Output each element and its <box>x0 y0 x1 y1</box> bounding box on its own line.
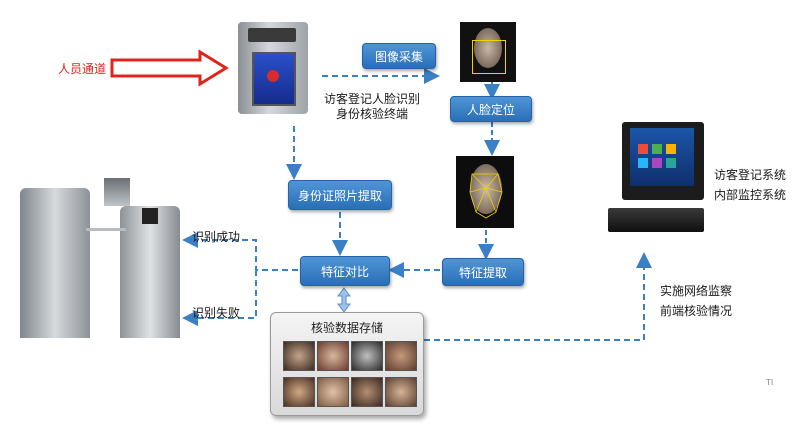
face-detect-frame <box>472 40 506 74</box>
storage-to-monitor-line <box>424 252 652 341</box>
face-shape <box>474 28 502 68</box>
gate-left-post <box>20 188 90 338</box>
terminal-screen <box>252 52 296 106</box>
compare-to-failure-line <box>182 270 257 326</box>
monitor-bezel <box>622 122 704 200</box>
face-capture-image <box>460 22 516 82</box>
gate-card-slot <box>142 208 158 224</box>
network-label-1: 实施网络监察 <box>660 284 733 298</box>
stored-face-5 <box>283 377 315 407</box>
stored-face-1 <box>283 341 315 371</box>
tile-icon-1 <box>638 144 648 154</box>
gate-arm <box>86 228 126 231</box>
turnstile-gate <box>20 178 180 338</box>
visitor-system-label: 访客登记系统 <box>714 168 787 182</box>
gate-right-post <box>120 206 180 338</box>
stored-face-3 <box>351 341 383 371</box>
face-mesh-overlay <box>469 173 503 219</box>
monitor-computer <box>608 122 708 240</box>
entry-arrow <box>110 49 229 87</box>
tile-icon-6 <box>666 158 676 168</box>
tile-icon-4 <box>638 158 648 168</box>
storage-title: 核验数据存储 <box>310 321 383 335</box>
computer-base <box>608 208 704 232</box>
stored-face-2 <box>317 341 349 371</box>
failure-label: 识别失败 <box>192 306 241 320</box>
stored-face-7 <box>351 377 383 407</box>
feature-compare-box: 特征对比 <box>300 256 390 286</box>
stored-face-6 <box>317 377 349 407</box>
face-locate-box: 人脸定位 <box>450 96 532 122</box>
police-emblem-icon <box>267 70 279 82</box>
storage-panel: 核验数据存储 <box>270 312 424 416</box>
stored-face-4 <box>385 341 417 371</box>
image-capture-box: 图像采集 <box>362 43 436 69</box>
terminal-camera-slot <box>248 28 296 42</box>
compare-storage-double-arrow <box>337 287 351 313</box>
face-landmark-image <box>456 156 514 228</box>
compare-to-gate-line <box>182 232 298 271</box>
verification-terminal <box>238 22 308 114</box>
tile-icon-2 <box>652 144 662 154</box>
success-label: 识别成功 <box>192 230 241 244</box>
corner-mark: TI <box>766 378 774 387</box>
network-label-2: 前端核验情况 <box>660 304 733 318</box>
monitor-system-label: 内部监控系统 <box>714 188 787 202</box>
id-photo-extract-box: 身份证照片提取 <box>288 180 392 210</box>
gate-reader <box>104 178 130 206</box>
feature-extract-box: 特征提取 <box>442 258 524 286</box>
terminal-caption: 访客登记人脸识别 身份核验终端 <box>324 92 421 121</box>
monitor-screen <box>630 128 694 186</box>
tile-icon-5 <box>652 158 662 168</box>
stored-face-8 <box>385 377 417 407</box>
entry-label: 人员通道 <box>58 62 107 76</box>
tile-icon-3 <box>666 144 676 154</box>
